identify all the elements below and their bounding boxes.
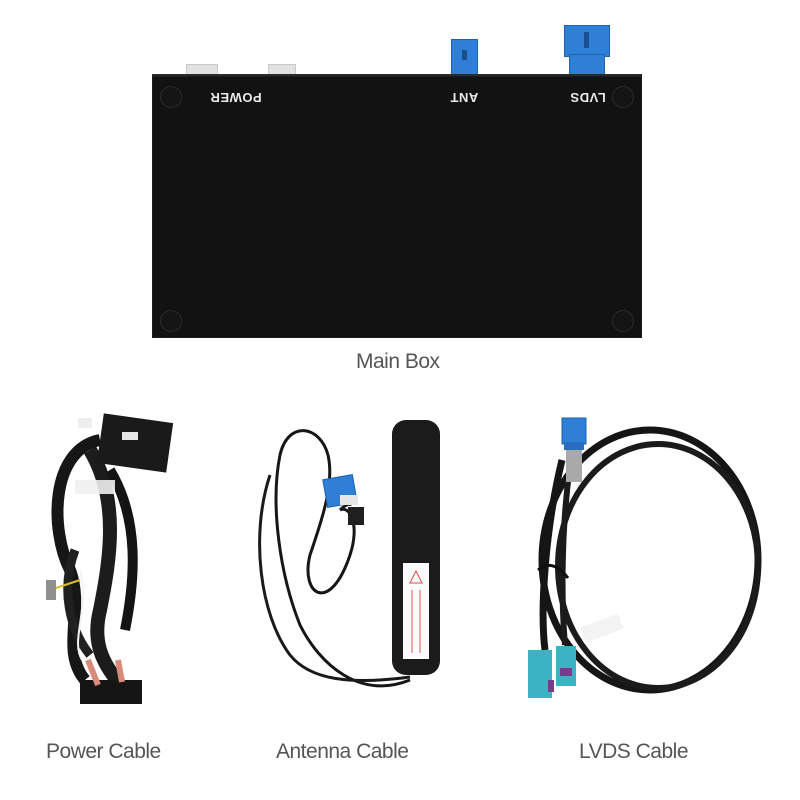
- screw-bottom-left: [160, 310, 182, 332]
- power-port-label: POWER: [210, 90, 262, 105]
- lvds-cable-caption: LVDS Cable: [579, 740, 689, 763]
- power-cable-caption: Power Cable: [46, 740, 161, 763]
- antenna-cable-caption: Antenna Cable: [276, 740, 409, 763]
- power-cable-image: [46, 413, 174, 704]
- screw-top-right: [612, 86, 634, 108]
- screw-bottom-right: [612, 310, 634, 332]
- antenna-cable-image: [258, 420, 440, 688]
- main-box: POWER ANT LVDS: [152, 74, 642, 338]
- lvds-port-label: LVDS: [570, 90, 606, 105]
- lvds-connector: [564, 25, 610, 57]
- main-box-caption: Main Box: [356, 350, 440, 373]
- screw-top-left: [160, 86, 182, 108]
- ant-connector: [451, 39, 478, 77]
- lvds-cable-image: [528, 417, 762, 698]
- ant-port-label: ANT: [450, 90, 479, 105]
